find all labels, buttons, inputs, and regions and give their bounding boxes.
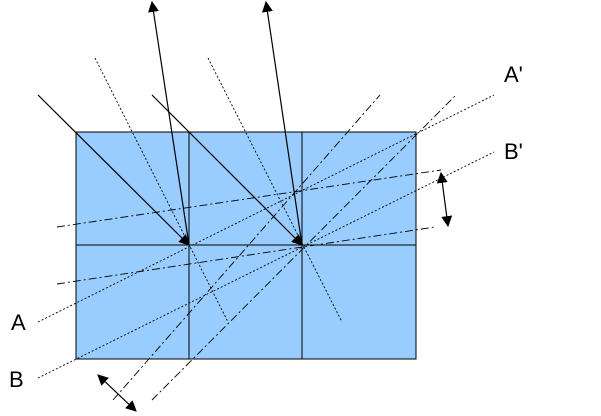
- label-a: A: [11, 310, 26, 335]
- label-b: B: [9, 367, 24, 392]
- dotted-lines: [37, 57, 495, 379]
- cell-bottom-left: [75, 244, 190, 360]
- spacing-arrows: [97, 171, 453, 412]
- plane-b-line: [37, 151, 495, 379]
- bisector-right: [207, 57, 343, 323]
- label-a-prime: A': [504, 62, 523, 87]
- plane-a-line: [37, 94, 495, 323]
- bisector-left: [94, 57, 229, 323]
- cell-bottom-right: [301, 244, 417, 360]
- wavefront-spacing-arrow: [97, 374, 137, 412]
- diffracted-rays: [148, 0, 303, 246]
- cell-bottom-middle: [188, 244, 303, 360]
- incident-ray-right: [151, 94, 303, 246]
- reflected-wave-upper: [56, 169, 442, 228]
- diffracted-ray-left: [148, 0, 190, 246]
- incident-ray-left: [37, 94, 190, 246]
- dash-dot-lines: [56, 94, 457, 401]
- lattice-grid: [75, 131, 417, 360]
- incident-rays: [37, 94, 303, 246]
- cell-top-right: [301, 131, 417, 246]
- label-b-prime: B': [504, 139, 523, 164]
- wavefront-right: [151, 94, 457, 401]
- plane-spacing-arrow: [436, 171, 453, 228]
- diffracted-ray-right: [262, 0, 303, 246]
- wavefront-left: [112, 94, 381, 401]
